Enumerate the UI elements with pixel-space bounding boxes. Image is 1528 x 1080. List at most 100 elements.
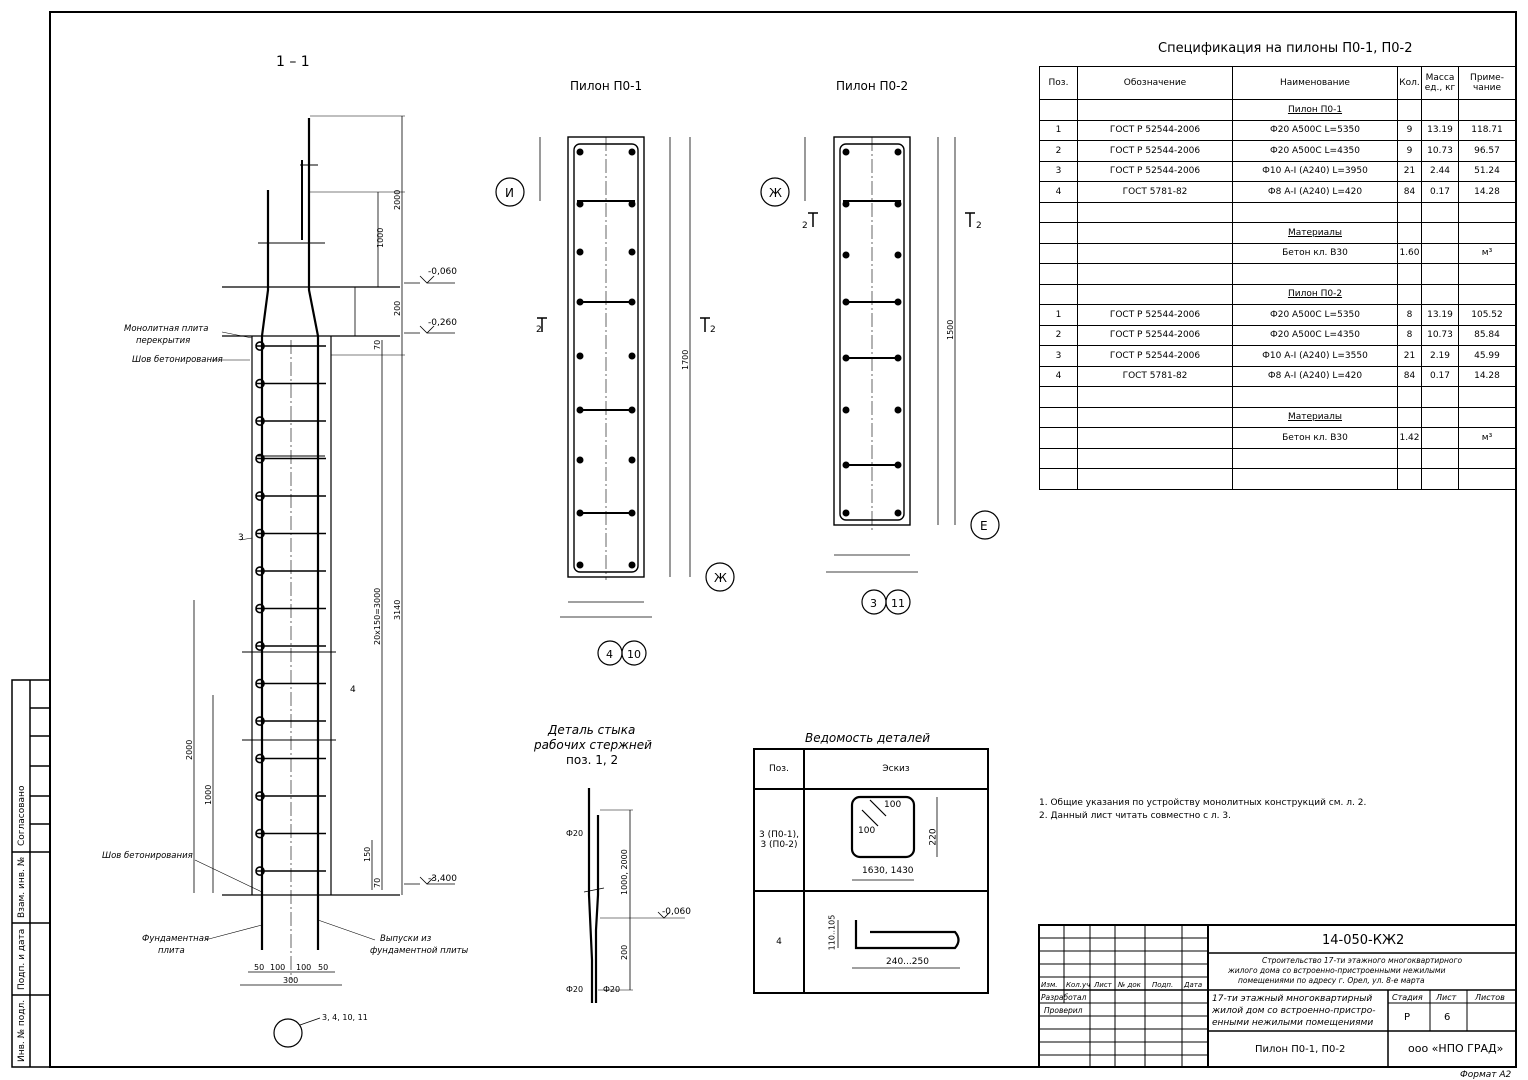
- joint-detail-drawing: [583, 788, 685, 1003]
- spec-cell-qty: 1.60: [1397, 242, 1422, 264]
- spec-row: [1039, 201, 1516, 223]
- spec-cell-doc: [1077, 201, 1233, 223]
- details-list-title: Ведомость деталей: [805, 731, 930, 745]
- seam-label-bottom: Шов бетонирования: [102, 851, 193, 861]
- spec-cell-note: [1458, 99, 1516, 121]
- spec-cell-name: Пилон П0-1: [1232, 99, 1398, 121]
- stamp-col-doc: № док: [1117, 981, 1142, 989]
- spec-cell-qty: 84: [1397, 181, 1422, 203]
- dim-20x150: 20х150=3000: [373, 588, 382, 645]
- rebar-dot: [628, 298, 636, 306]
- spec-cell-mass: [1421, 242, 1459, 264]
- spec-cell-note: 96.57: [1458, 140, 1516, 162]
- rebar-dot: [576, 406, 584, 414]
- spec-cell-note: [1458, 406, 1516, 428]
- spec-cell-qty: [1397, 222, 1422, 244]
- seam-label-top: Шов бетонирования: [132, 355, 223, 365]
- spec-cell-note: [1458, 386, 1516, 408]
- stirrup-bar: [255, 641, 326, 651]
- bot-dim-4: 50: [318, 963, 328, 972]
- spec-cell-qty: [1397, 447, 1422, 469]
- axis-Zh-2: Ж: [769, 186, 782, 200]
- rebar-dot: [842, 461, 850, 469]
- spec-cell-mass: 13.19: [1421, 119, 1459, 141]
- stamp-col-izm: Изм.: [1041, 981, 1057, 989]
- rebar-dot: [628, 148, 636, 156]
- spec-header-row: Поз. Обозначение Наименование Кол. Масса…: [1039, 66, 1516, 100]
- stamp-role-dev: Разработал: [1041, 993, 1087, 1002]
- spec-cell-note: [1458, 201, 1516, 223]
- spec-cell-pos: [1039, 406, 1078, 428]
- rebar-dot: [842, 251, 850, 259]
- rebar-dot: [628, 200, 636, 208]
- title-block: [1038, 924, 1517, 1068]
- spec-row: [1039, 468, 1516, 490]
- spec-cell-name: Бетон кл. В30: [1232, 242, 1398, 264]
- spec-cell-pos: 4: [1039, 181, 1078, 203]
- spec-cell-qty: 8: [1397, 304, 1422, 326]
- spec-cell-pos: 2: [1039, 324, 1078, 346]
- spec-cell-name: Материалы: [1232, 406, 1398, 428]
- rebar-dot: [576, 200, 584, 208]
- spec-row: [1039, 263, 1516, 285]
- axis-Zh-1: Ж: [714, 571, 727, 585]
- spec-cell-note: 85.84: [1458, 324, 1516, 346]
- spec-cell-doc: ГОСТ Р 52544-2006: [1077, 345, 1233, 367]
- spec-cell-doc: [1077, 468, 1233, 490]
- spec-hdr-qty: Кол.: [1397, 66, 1422, 100]
- stamp-project-2: жилого дома со встроенно-пристроенными н…: [1227, 966, 1446, 975]
- spec-cell-doc: [1077, 263, 1233, 285]
- spec-cell-note: м³: [1458, 242, 1516, 264]
- spec-cell-mass: [1421, 99, 1459, 121]
- spec-cell-doc: ГОСТ Р 52544-2006: [1077, 140, 1233, 162]
- cut-mark-p2-left: 2: [802, 221, 808, 231]
- joint-dim-1000-2000: 1000, 2000: [620, 849, 629, 895]
- rebar-dot: [628, 352, 636, 360]
- spec-cell-pos: [1039, 386, 1078, 408]
- rebar-dot: [842, 298, 850, 306]
- spec-cell-doc: ГОСТ Р 52544-2006: [1077, 119, 1233, 141]
- spec-cell-note: 118.71: [1458, 119, 1516, 141]
- pos3-label: 3: [238, 533, 244, 543]
- sketch3-dim-length: 1630, 1430: [862, 866, 914, 876]
- spec-cell-name: Бетон кл. В30: [1232, 427, 1398, 449]
- spec-cell-name: Ф20 А500С L=4350: [1232, 324, 1398, 346]
- spec-cell-mass: 2.19: [1421, 345, 1459, 367]
- strip-label-sign-date: Подп. и дата: [17, 929, 27, 990]
- spec-cell-name: Материалы: [1232, 222, 1398, 244]
- spec-cell-pos: [1039, 222, 1078, 244]
- details-row1-sketch: [803, 788, 989, 892]
- rebar-dot: [842, 509, 850, 517]
- sketch3-dim-220: 220: [928, 828, 939, 846]
- spec-cell-mass: 2.44: [1421, 160, 1459, 182]
- rebar-dot: [628, 456, 636, 464]
- spec-cell-qty: 9: [1397, 119, 1422, 141]
- stamp-sheet-number: 6: [1444, 1012, 1450, 1023]
- spec-hdr-pos: Поз.: [1039, 66, 1078, 100]
- stamp-hdr-stage: Стадия: [1392, 993, 1423, 1002]
- spec-cell-qty: [1397, 406, 1422, 428]
- spec-cell-name: Ф20 А500С L=5350: [1232, 119, 1398, 141]
- spec-cell-pos: 1: [1039, 304, 1078, 326]
- spec-cell-name: Ф20 А500С L=5350: [1232, 304, 1398, 326]
- p2-dim-1500: 1500: [946, 320, 955, 340]
- spec-cell-name: [1232, 468, 1398, 490]
- rebar-dot: [894, 200, 902, 208]
- rebar-dot: [576, 248, 584, 256]
- spec-hdr-doc: Обозначение: [1077, 66, 1233, 100]
- elevation-mark-2: -0,260: [428, 318, 457, 328]
- mono-slab-label-2: перекрытия: [136, 336, 190, 346]
- spec-cell-pos: [1039, 242, 1078, 264]
- sketch3-dim-100b: 100: [858, 826, 876, 836]
- note-2: 2. Данный лист читать совместно с л. 3.: [1039, 811, 1231, 821]
- spec-cell-mass: 13.19: [1421, 304, 1459, 326]
- spec-hdr-mass: Масса ед., кг: [1421, 66, 1459, 100]
- stamp-project-3: помещениями по адресу г. Орел, ул. 8-е м…: [1238, 976, 1425, 985]
- details-row2-pos: 4: [753, 890, 805, 994]
- cut-mark-p1-left: 2: [536, 325, 542, 335]
- stirrup-bar: [255, 791, 326, 801]
